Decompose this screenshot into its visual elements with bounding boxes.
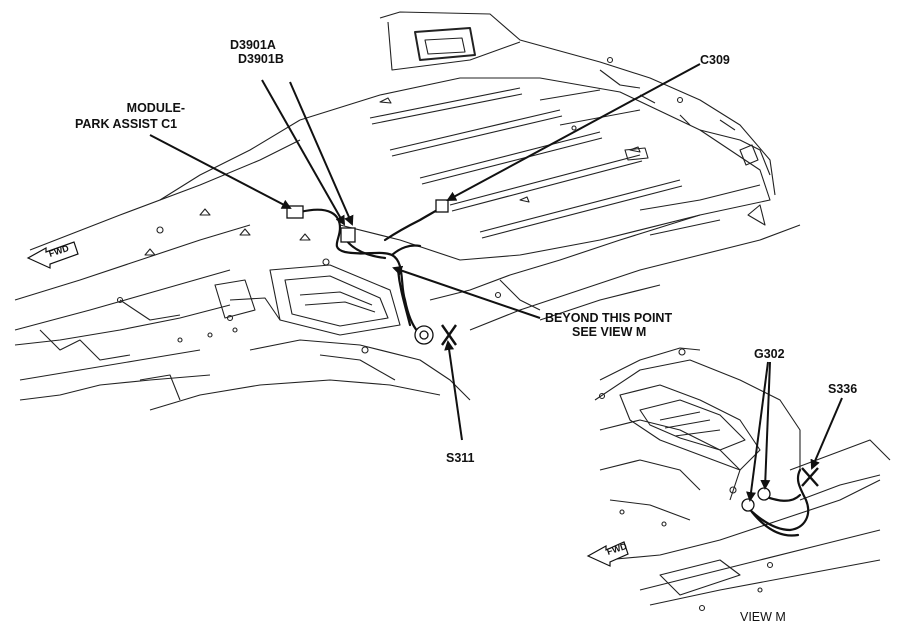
label-beyond-line2: SEE VIEW M — [572, 325, 647, 339]
caption-view-m: VIEW M — [740, 610, 786, 624]
label-g302: G302 — [754, 347, 785, 361]
park-assist-connector — [286, 205, 304, 219]
leader-lines — [149, 63, 843, 502]
label-c309: C309 — [700, 53, 730, 67]
leader-s311 — [444, 340, 463, 441]
label-d3901a: D3901A — [230, 38, 276, 52]
fwd-arrow-view-m-icon: FWD — [586, 541, 629, 567]
label-s311: S311 — [446, 451, 475, 465]
label-module-line1: MODULE- — [126, 101, 185, 115]
leader-g302-left — [746, 361, 769, 502]
leader-d3901a — [261, 79, 345, 226]
fwd-arrow-icon: FWD — [26, 241, 79, 269]
harness-connectors — [286, 199, 449, 345]
leader-d3901b — [289, 81, 354, 226]
leader-beyond-this-point — [392, 265, 541, 319]
s311-grommet-center — [419, 330, 429, 340]
leader-g302-right — [760, 361, 771, 490]
d3901-connector — [340, 227, 356, 243]
label-d3901b: D3901B — [238, 52, 284, 66]
view-m-inset — [594, 347, 891, 612]
vehicle-underbody — [14, 11, 801, 411]
g302-eyelet-left — [741, 498, 755, 512]
leader-s336 — [810, 397, 843, 470]
g302-eyelet-right — [757, 487, 771, 501]
label-module-line2: PARK ASSIST C1 — [75, 117, 178, 131]
label-s336: S336 — [828, 382, 858, 396]
s336-marker — [801, 467, 819, 487]
label-beyond-line1: BEYOND THIS POINT — [545, 311, 673, 325]
c309-connector — [435, 199, 449, 213]
g302-terminals — [741, 487, 771, 512]
leader-c309 — [446, 63, 701, 201]
view-m-harness — [744, 468, 810, 537]
leader-module-park-assist — [149, 134, 292, 209]
wiring-harness — [298, 203, 447, 334]
